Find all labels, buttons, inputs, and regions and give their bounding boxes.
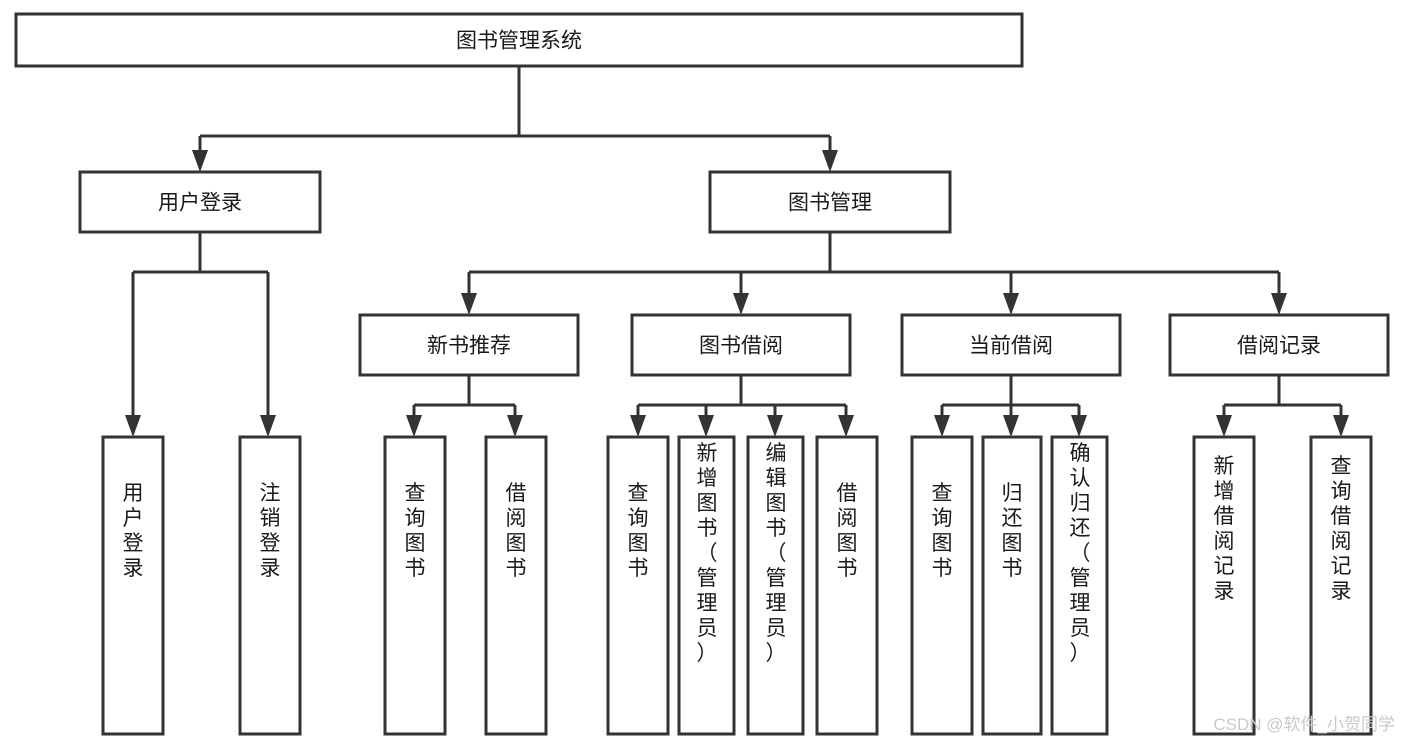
node-leaf-return-book-box[interactable] [981,435,1043,736]
node-leaf-confirm-return-label: 确认归还（管理员） [1070,442,1091,665]
arrow-head-leaf-logout [260,415,276,437]
node-leaf-user-login-label: 用户登录 [123,482,144,580]
node-leaf-query-book-1-label: 查询图书 [405,482,426,580]
csdn-watermark: CSDN @软件_小贺同学 [1213,715,1395,734]
arrow-head-leaf-borrow-book-2 [838,415,854,437]
node-leaf-query-book-3-label: 查询图书 [932,482,953,580]
node-leaf-logout[interactable]: 注销登录 [238,435,302,736]
node-leaf-edit-book-label: 编辑图书（管理员） [766,442,787,665]
node-current-borrow[interactable]: 当前借阅 [900,313,1122,377]
node-borrow-record[interactable]: 借阅记录 [1168,313,1390,377]
node-book-manage-label: 图书管理 [788,192,872,215]
node-leaf-borrow-book-1-box[interactable] [484,435,548,736]
arrow-head-leaf-query-book-2 [630,415,646,437]
node-leaf-add-record[interactable]: 新增借阅记录 [1192,435,1256,736]
node-user-login[interactable]: 用户登录 [78,170,322,234]
arrow-head-new-book-rec [461,293,477,315]
connector-root-to-level2 [198,66,832,160]
node-leaf-borrow-book-2-box[interactable] [815,435,879,736]
arrow-head-user-login [192,150,208,172]
node-book-borrow-label: 图书借阅 [699,335,783,358]
node-leaf-query-book-2[interactable]: 查询图书 [606,435,670,736]
node-leaf-query-record[interactable]: 查询借阅记录 [1309,435,1373,736]
node-book-borrow[interactable]: 图书借阅 [630,313,852,377]
node-borrow-record-label: 借阅记录 [1237,335,1321,358]
node-leaf-edit-book[interactable]: 编辑图书（管理员） [746,435,805,736]
node-leaf-add-record-label: 新增借阅记录 [1214,455,1235,603]
node-new-book-rec-label: 新书推荐 [427,335,511,358]
node-leaf-borrow-book-2[interactable]: 借阅图书 [815,435,879,736]
connector-bookmanage-to-level3 [467,232,1281,303]
node-leaf-query-book-3[interactable]: 查询图书 [910,435,974,736]
arrow-head-leaf-query-book-3 [934,415,950,437]
node-leaf-add-book[interactable]: 新增图书（管理员） [677,435,736,736]
node-book-manage[interactable]: 图书管理 [708,170,952,234]
node-book-borrow-box[interactable] [630,313,852,377]
node-root-box[interactable] [14,12,1024,68]
arrow-head-current-borrow [1003,293,1019,315]
connector-borrowrecord-to-leaves [1222,375,1343,425]
node-root-label: 图书管理系统 [456,30,582,53]
node-leaf-return-book[interactable]: 归还图书 [981,435,1043,736]
arrow-head-book-manage [822,150,838,172]
node-leaf-logout-box[interactable] [238,435,302,736]
node-leaf-query-book-2-label: 查询图书 [628,482,649,580]
node-leaf-query-book-2-box[interactable] [606,435,670,736]
node-leaf-user-login[interactable]: 用户登录 [101,435,165,736]
connectors-group [125,66,1349,437]
node-current-borrow-label: 当前借阅 [969,335,1053,358]
connector-userlogin-to-leaves [131,232,270,425]
node-leaf-logout-label: 注销登录 [260,482,281,580]
node-leaf-query-record-label: 查询借阅记录 [1331,455,1352,603]
node-leaf-edit-book-box[interactable] [746,435,805,736]
arrow-head-leaf-borrow-book-1 [507,415,523,437]
node-book-manage-box[interactable] [708,170,952,234]
node-leaf-confirm-return-box[interactable] [1050,435,1109,736]
arrow-head-leaf-return-book [1003,415,1019,437]
arrow-head-leaf-query-record [1333,415,1349,437]
node-leaf-add-book-box[interactable] [677,435,736,736]
node-leaf-confirm-return[interactable]: 确认归还（管理员） [1050,435,1109,736]
node-new-book-rec-box[interactable] [358,313,580,377]
arrow-head-leaf-edit-book [767,415,783,437]
node-leaf-return-book-label: 归还图书 [1002,482,1023,580]
connector-bookborrow-to-leaves [636,375,848,425]
node-leaf-add-record-box[interactable] [1192,435,1256,736]
arrow-head-borrow-record [1271,293,1287,315]
arrow-head-leaf-user-login [125,415,141,437]
node-current-borrow-box[interactable] [900,313,1122,377]
node-leaf-query-book-3-box[interactable] [910,435,974,736]
node-leaf-query-book-1[interactable]: 查询图书 [383,435,447,736]
node-leaf-borrow-book-2-label: 借阅图书 [837,482,858,580]
arrow-head-leaf-query-book-1 [406,415,422,437]
arrow-head-leaf-confirm-return [1071,415,1087,437]
node-leaf-borrow-book-1[interactable]: 借阅图书 [484,435,548,736]
node-user-login-box[interactable] [78,170,322,234]
node-borrow-record-box[interactable] [1168,313,1390,377]
node-leaf-add-book-label: 新增图书（管理员） [697,442,718,665]
node-leaf-query-record-box[interactable] [1309,435,1373,736]
node-user-login-label: 用户登录 [158,192,242,215]
node-leaf-user-login-box[interactable] [101,435,165,736]
arrow-head-book-borrow [733,293,749,315]
node-root[interactable]: 图书管理系统 [14,12,1024,68]
arrow-head-leaf-add-book [698,415,714,437]
node-leaf-query-book-1-box[interactable] [383,435,447,736]
arrow-head-leaf-add-record [1216,415,1232,437]
node-leaf-borrow-book-1-label: 借阅图书 [506,482,527,580]
node-new-book-rec[interactable]: 新书推荐 [358,313,580,377]
connector-newbookrec-to-leaves [412,375,517,425]
